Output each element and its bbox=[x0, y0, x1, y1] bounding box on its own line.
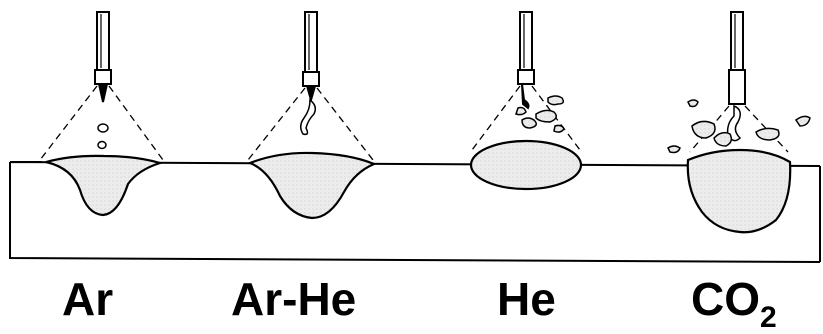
ar-weld-pool bbox=[45, 154, 164, 217]
he-weld-pool bbox=[469, 139, 583, 191]
label-co2: CO2 bbox=[691, 273, 777, 333]
label-co2-main: CO bbox=[691, 273, 760, 325]
ar-arc-cone bbox=[39, 85, 164, 161]
label-ar-he: Ar-He bbox=[231, 273, 357, 325]
label-he: He bbox=[497, 273, 556, 325]
arhe-arc-cone bbox=[247, 87, 374, 161]
ar-droplets bbox=[97, 123, 109, 150]
co2-torch bbox=[728, 11, 746, 105]
he-torch bbox=[517, 11, 535, 110]
co2-weld-pool bbox=[686, 148, 792, 234]
label-ar: Ar bbox=[62, 273, 114, 325]
arhe-torch bbox=[302, 11, 320, 104]
arhe-droplets bbox=[300, 98, 317, 136]
co2-spatter bbox=[667, 99, 811, 154]
he-spatter bbox=[515, 95, 565, 133]
label-co2-subscript: 2 bbox=[760, 301, 777, 334]
ar-torch bbox=[94, 11, 112, 103]
arhe-weld-pool bbox=[246, 151, 377, 220]
